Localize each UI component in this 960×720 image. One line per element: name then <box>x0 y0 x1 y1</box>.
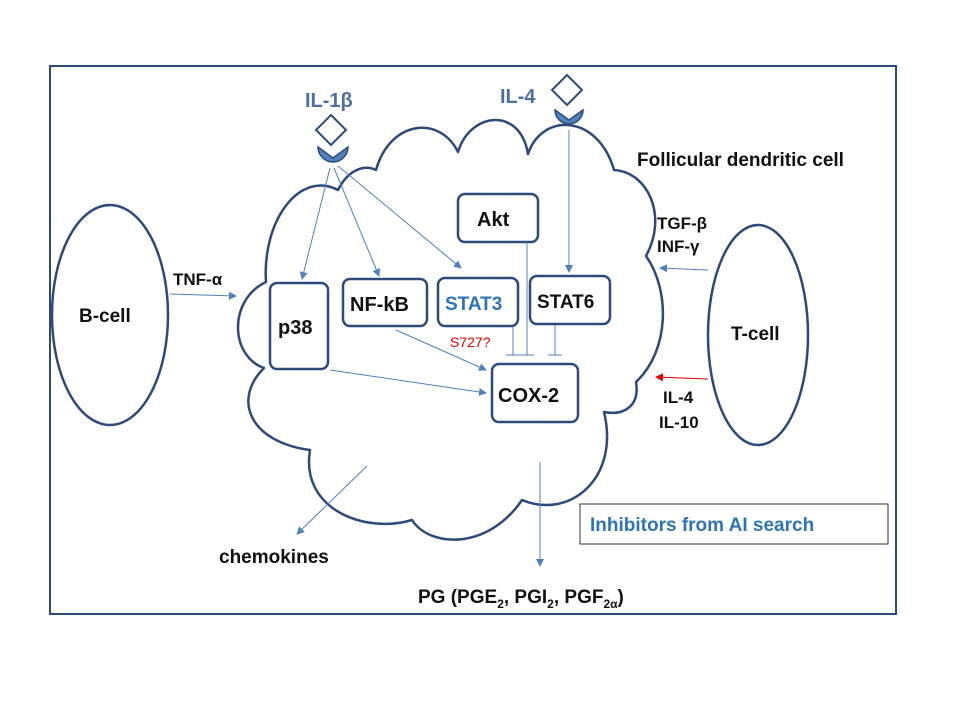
pg-sep-2: , PGF <box>554 587 604 608</box>
cox2-box <box>490 362 580 424</box>
akt-box <box>456 192 540 244</box>
arrow-p38-to-cox2 <box>329 369 487 396</box>
nfkb-label: NF-kB <box>350 294 409 316</box>
pg-label: PG (PGE2, PGI2, PGF2α) <box>418 587 624 611</box>
il1b-receptor-icon <box>317 145 349 163</box>
legend-box <box>579 503 889 545</box>
pg-sep-1: , PGI <box>504 587 547 608</box>
stat6-box <box>528 274 612 326</box>
il1b-label: IL-1β <box>305 90 353 112</box>
arrow-nfkb-to-cox2 <box>395 329 487 371</box>
il4-ligand-diamond-icon <box>550 73 584 107</box>
arrow-il1b-to-stat3 <box>337 165 462 269</box>
pg-suffix: ) <box>618 587 624 608</box>
stat3-label: STAT3 <box>445 294 502 315</box>
fdc-cloud <box>236 118 665 541</box>
il1b-ligand-diamond-icon <box>314 113 348 147</box>
arrow-to-chemokines <box>296 465 368 535</box>
b-cell-label: B-cell <box>79 306 131 327</box>
arrow-il4-il10 <box>655 373 709 382</box>
tgfb-label: TGF-β <box>657 214 707 233</box>
infg-label: INF-γ <box>657 237 700 256</box>
fdc-label: Follicular dendritic cell <box>637 150 844 171</box>
legend-label: Inhibitors from AI search <box>590 515 814 536</box>
arrow-il1b-to-p38 <box>299 167 331 280</box>
stat6-label: STAT6 <box>537 292 594 313</box>
arrow-il1b-to-nfkb <box>333 167 380 277</box>
il4-receptor-icon <box>554 108 584 125</box>
pg-sub-1: 2 <box>497 597 504 611</box>
pg-sub-2: 2 <box>547 597 554 611</box>
nfkb-box <box>341 277 429 328</box>
arrow-tnfa <box>169 291 237 300</box>
cox2-label: COX-2 <box>498 385 559 407</box>
p38-label: p38 <box>278 317 312 339</box>
akt-label: Akt <box>477 209 510 231</box>
pg-prefix: PG (PGE <box>418 587 497 608</box>
arrow-tgfb-infg <box>659 264 709 273</box>
pg-sub-3: 2α <box>603 597 618 611</box>
tnfa-label: TNF-α <box>173 270 223 289</box>
s727-annotation: S727? <box>450 334 491 350</box>
p38-box <box>268 281 330 371</box>
stat3-box <box>436 276 520 328</box>
il4-label: IL-4 <box>500 86 536 108</box>
t-cell-label: T-cell <box>731 324 780 345</box>
chemokines-label: chemokines <box>219 547 329 568</box>
b-cell-ellipse <box>50 203 170 427</box>
il10-cytokine-label: IL-10 <box>659 413 699 432</box>
t-cell-ellipse <box>706 223 810 447</box>
il4-cytokine-label: IL-4 <box>663 388 694 407</box>
